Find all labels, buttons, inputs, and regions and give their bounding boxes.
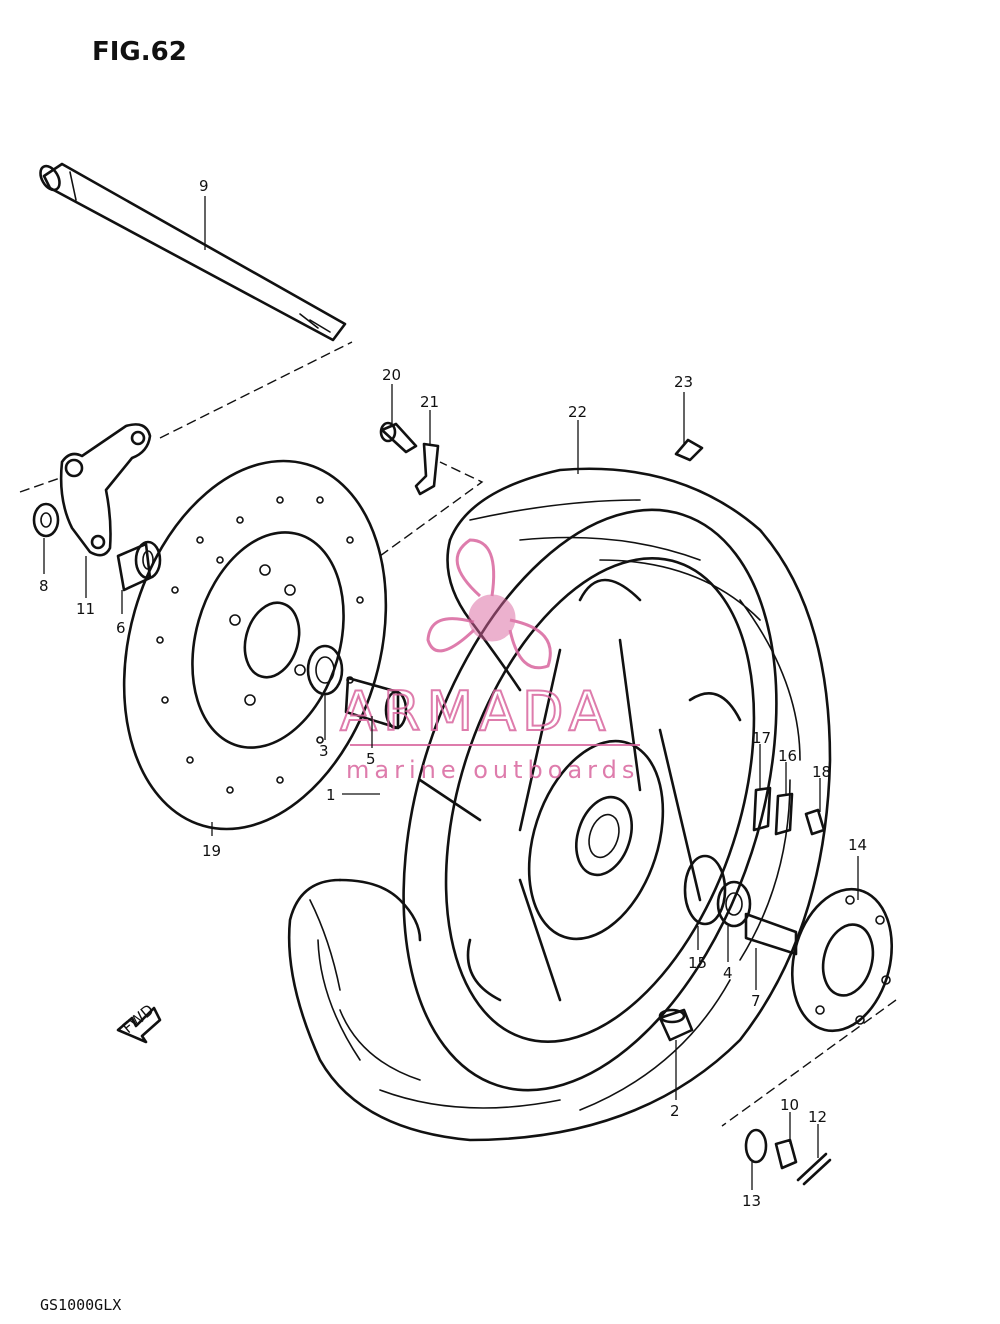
callout-2: 2 [670, 1102, 680, 1120]
watermark: ARMADA marine outboards [339, 538, 640, 784]
axle [39, 162, 347, 342]
callout-12: 12 [808, 1108, 827, 1126]
callout-15: 15 [688, 954, 707, 972]
sprocket-hub-14 [790, 887, 894, 1033]
callout-22: 22 [568, 403, 587, 421]
callout-11: 11 [76, 600, 95, 618]
watermark-tagline: marine outboards [346, 756, 639, 784]
callout-3: 3 [319, 742, 329, 760]
wheel-rim [402, 508, 778, 1092]
callout-9: 9 [199, 177, 209, 195]
tyre [287, 467, 832, 1142]
watermark-brand: ARMADA [340, 680, 612, 743]
propeller-logo-icon [426, 538, 552, 670]
bearing-4 [716, 880, 752, 928]
spacer-7 [744, 912, 798, 956]
bearing-3 [306, 644, 344, 696]
callout-5: 5 [366, 750, 376, 768]
callout-6: 6 [116, 619, 126, 637]
callout-16: 16 [778, 747, 797, 765]
callout-23: 23 [674, 373, 693, 391]
brake-disc [122, 459, 388, 831]
bolt-20 [379, 421, 418, 454]
fwd-arrow-label: FWD [119, 1001, 157, 1037]
plate-17 [752, 786, 772, 832]
washer-13 [744, 1128, 768, 1164]
washer-8 [32, 502, 60, 538]
callout-20: 20 [382, 366, 401, 384]
spacer-5 [344, 676, 408, 730]
callout-leaders [43, 196, 859, 1190]
caliper-bracket [59, 423, 152, 557]
nut-2 [658, 1008, 694, 1042]
callout-8: 8 [39, 577, 49, 595]
washer-16 [774, 792, 794, 836]
nut-10 [774, 1138, 798, 1170]
callout-13: 13 [742, 1192, 761, 1210]
model-code: GS1000GLX [40, 1296, 121, 1314]
bolt-18 [804, 808, 826, 836]
callout-1: 1 [326, 786, 336, 804]
callout-21: 21 [420, 393, 439, 411]
callout-14: 14 [848, 836, 867, 854]
cotter-pin-12 [796, 1152, 832, 1186]
callout-19: 19 [202, 842, 221, 860]
seal-15 [683, 854, 727, 926]
callout-4: 4 [723, 964, 733, 982]
valve-cap-23 [674, 438, 704, 462]
figure-title: FIG.62 [92, 37, 187, 67]
lock-plate-21 [414, 442, 440, 496]
callout-17: 17 [752, 729, 771, 747]
callout-7: 7 [751, 992, 761, 1010]
callout-18: 18 [812, 763, 831, 781]
callout-10: 10 [780, 1096, 799, 1114]
spacer-6 [116, 540, 162, 592]
fwd-arrow: FWD [116, 1001, 162, 1044]
